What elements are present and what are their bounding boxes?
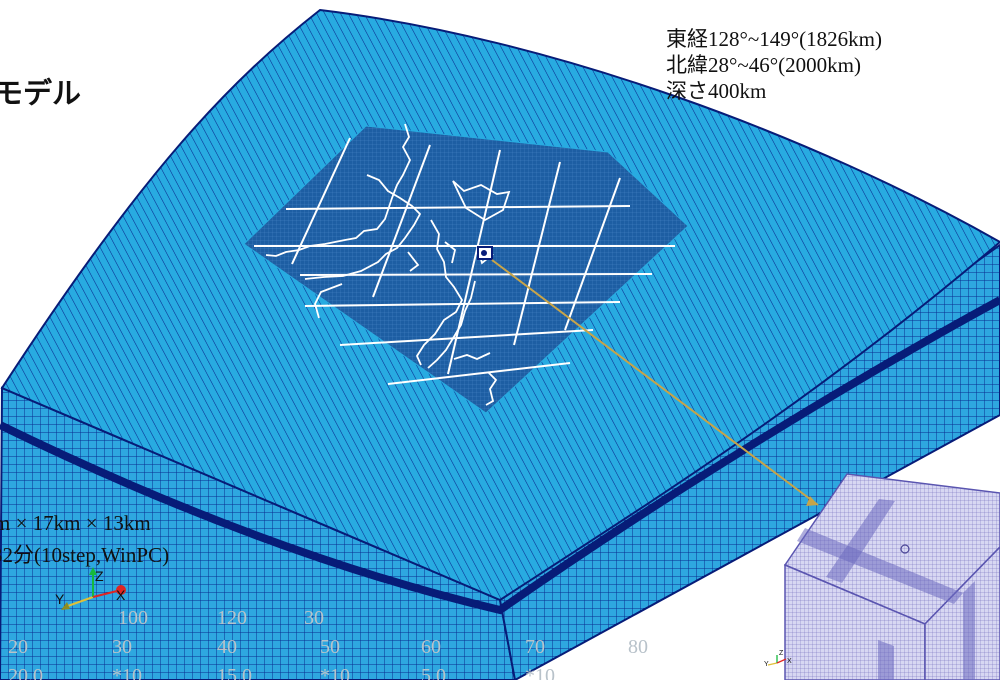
faded-scale-row-3-item-3: 15.0 [217,665,252,680]
faded-scale-row-2-item-1: 20 [8,636,28,658]
selected-region-dot [481,250,487,256]
inset-cross-band-b [797,528,963,604]
faded-scale-row-3-item-4: *10 [320,665,350,680]
faded-scale-row-1-item-2: 120 [217,607,247,629]
figure-title-fragment: モデル [0,76,82,110]
main-axis-z-label: Z [95,568,104,584]
inset-axis-x-label: X [787,658,792,665]
runtime-text: 32分(10step,WinPC) [0,543,170,567]
main-axis-triad: Y Z X [55,567,126,610]
faded-scale-row-3-item-2: *10 [112,665,142,680]
faded-scale-row-1-item-3: 30 [304,607,324,629]
inset-axis-triad: Y Z X [764,650,792,668]
bottom-edge-dark-band [0,296,1000,615]
detailed-inset-block [783,473,1000,680]
faded-scale-row-1-item-1: 100 [118,607,148,629]
faded-scale-row-2-item-4: 50 [320,636,340,658]
faded-scale-row-2-item-7: 80 [628,636,648,658]
faded-scale-row-2-item-3: 40 [217,636,237,658]
faded-scale-row-2-item-5: 60 [421,636,441,658]
inset-right-face [924,545,1000,680]
faded-scale-row-2-item-2: 30 [112,636,132,658]
inset-side-band [963,581,975,680]
depth-info: 深さ400km [666,79,767,103]
main-axis-x-label: X [116,587,126,603]
inset-axis-z-label: Z [779,650,784,657]
faded-scale-row-2-item-6: 70 [525,636,545,658]
faded-scale-row-3-item-5: 5.0 [421,665,446,680]
zoom-connector [491,259,819,506]
large-mesh-block [0,8,1000,680]
graticule-lines [254,137,675,385]
detail-size-text: m × 17km × 13km [0,511,151,535]
faded-scale-row-3-item-1: 20.0 [8,665,43,680]
inset-cross-band-a [826,499,895,583]
faded-scale-row-3-item-6: *10 [525,665,555,680]
longitude-info: 東経128°~149°(1826km) [666,27,882,51]
inset-vertical-band [878,640,894,680]
inset-center-mark [900,544,910,554]
coastline-map [265,123,511,406]
inset-axis-y-label: Y [764,661,769,668]
main-axis-y-label: Y [55,591,65,607]
latitude-info: 北緯28°~46°(2000km) [666,53,861,77]
